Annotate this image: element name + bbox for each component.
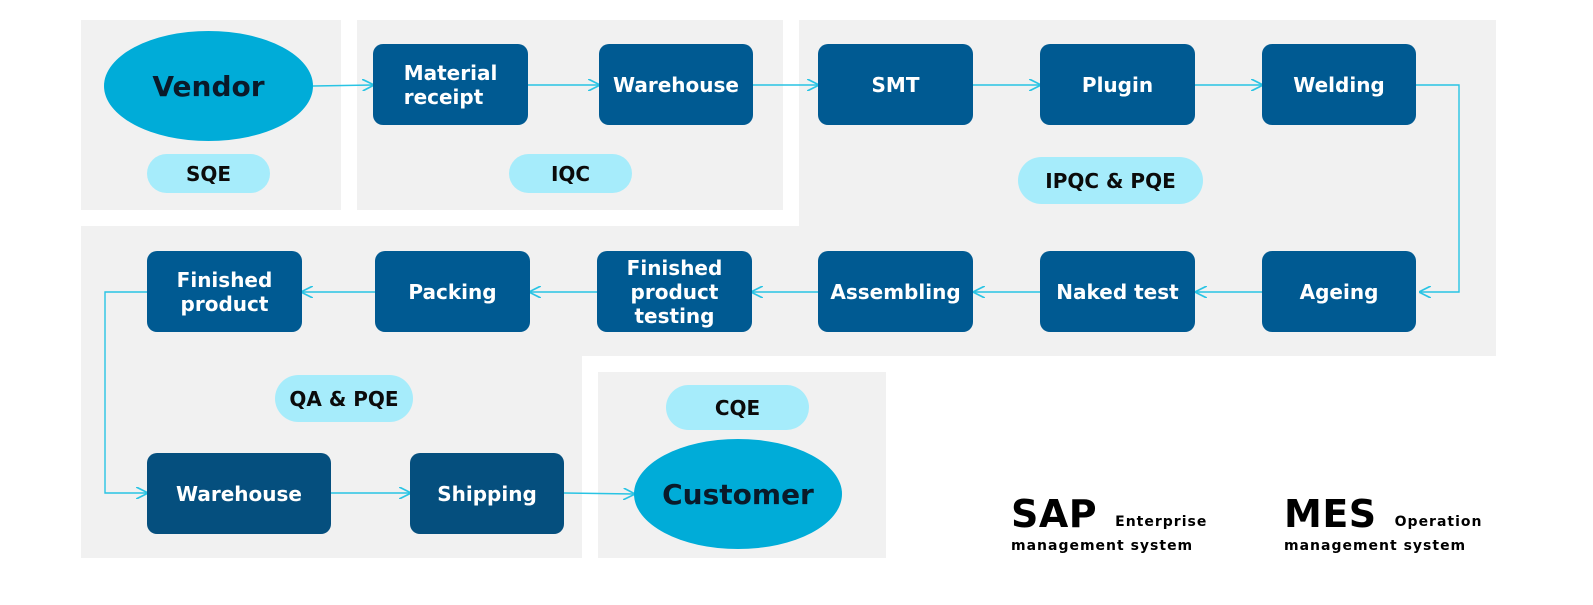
sqe-role: SQE [147, 154, 270, 193]
smt-node: SMT [818, 44, 973, 125]
naked-test-node: Naked test [1040, 251, 1195, 332]
finished-product-testing-node: Finished product testing [597, 251, 752, 332]
vendor-node: Vendor [104, 31, 313, 141]
arrow-finished-to-warehouse [104, 291, 147, 493]
production-panel-bottom [81, 226, 1496, 356]
warehouse-out-node: Warehouse [147, 453, 331, 534]
material-receipt-node: Material receipt [373, 44, 528, 125]
iqc-role: IQC [509, 154, 632, 193]
assembling-node: Assembling [818, 251, 973, 332]
sap-line2: management system [1011, 538, 1194, 554]
ipqc-pqe-role: IPQC & PQE [1018, 157, 1203, 204]
plugin-node: Plugin [1040, 44, 1195, 125]
mes-legend: MES Operation management system [1284, 492, 1494, 554]
cqe-role: CQE [666, 385, 809, 430]
mes-line1: Operation [1394, 514, 1483, 530]
sap-legend: SAP Enterprise management system [1011, 492, 1211, 554]
finished-product-node: Finished product [147, 251, 302, 332]
arrow-vendor-to-receipt [312, 85, 373, 86]
shipping-node: Shipping [410, 453, 564, 534]
welding-node: Welding [1262, 44, 1416, 125]
mes-abbr: MES [1284, 492, 1377, 536]
warehouse-in-node: Warehouse [599, 44, 753, 125]
sap-line1: Enterprise [1115, 514, 1208, 530]
qa-pqe-role: QA & PQE [275, 375, 413, 422]
packing-node: Packing [375, 251, 530, 332]
mes-line2: management system [1284, 538, 1467, 554]
arrow-shipping-to-customer [563, 493, 634, 494]
arrow-welding-to-ageing [1416, 84, 1460, 292]
ageing-node: Ageing [1262, 251, 1416, 332]
sap-abbr: SAP [1011, 492, 1098, 536]
customer-node: Customer [634, 439, 842, 549]
